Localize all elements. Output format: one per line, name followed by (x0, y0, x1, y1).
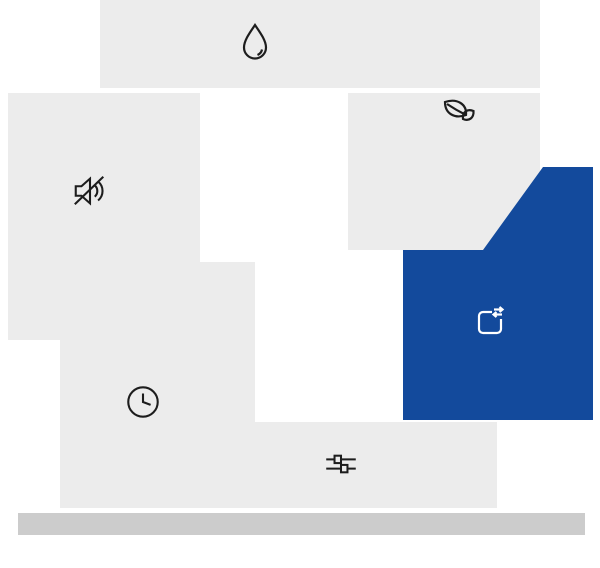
clock-icon (124, 383, 162, 421)
leaf-icon (437, 96, 477, 132)
tile-water[interactable] (100, 0, 540, 88)
speaker-mute-icon (71, 172, 109, 210)
sliders-icon (325, 452, 357, 476)
tile-eco[interactable] (348, 93, 540, 250)
bottom-drawer-handle[interactable] (18, 513, 585, 535)
water-drop-icon (237, 22, 273, 62)
tile-settings[interactable] (200, 422, 497, 508)
door-open-arrows-icon (472, 304, 508, 340)
